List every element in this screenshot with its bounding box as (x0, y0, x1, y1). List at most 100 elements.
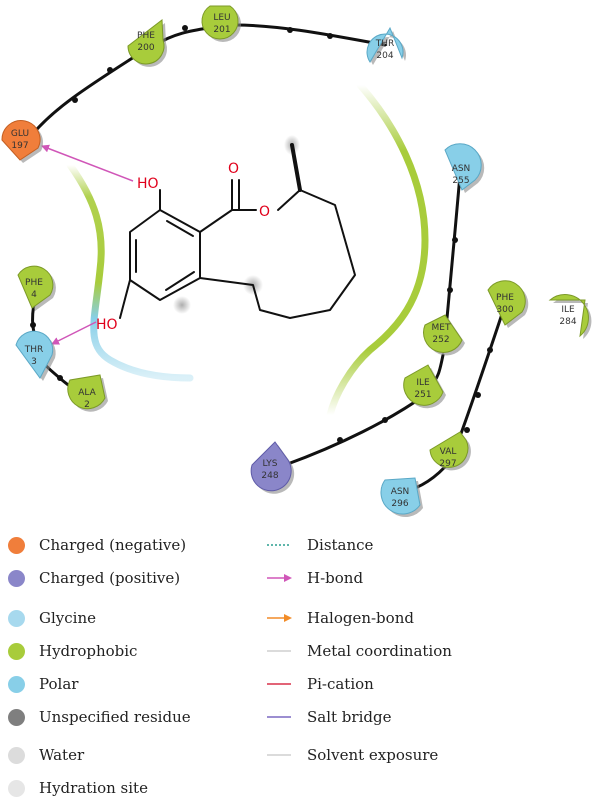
residue-val297-num: 297 (439, 459, 456, 469)
legend-item-solvent-exposure: Solvent exposure (266, 743, 438, 767)
metal-coordination-line-icon (267, 650, 291, 652)
legend-label: Solvent exposure (307, 746, 439, 764)
residue-ala2-num: 2 (84, 400, 90, 410)
glycine-swatch (8, 609, 25, 627)
residue-thr3-num: 3 (31, 357, 37, 367)
legend-item-h-bond: H-bond (266, 566, 363, 590)
salt-bridge-line-icon (267, 716, 291, 718)
residue-met252-name: MET (432, 323, 451, 333)
residue-phe4-num: 4 (31, 290, 37, 300)
legend-item-hydrophobic: Hydrophobic (8, 639, 137, 663)
residue-lys248-name: LYS (262, 459, 277, 469)
legend-item-pi-cation: Pi-cation (266, 672, 374, 696)
residue-ala2: ALA 2 (67, 374, 108, 412)
legend-item-polar: Polar (8, 672, 78, 696)
polar-swatch (8, 675, 25, 693)
distance-line-icon (267, 544, 291, 546)
legend-label: Charged (positive) (39, 569, 181, 587)
residue-phe4: PHE 4 (17, 265, 56, 311)
legend-label: H-bond (307, 569, 364, 587)
residue-val297-name: VAL (440, 447, 457, 457)
legend-label: Hydration site (39, 779, 148, 797)
legend-label: Polar (39, 675, 79, 693)
legend-item-salt-bridge: Salt bridge (266, 705, 391, 729)
legend-item-unspecified: Unspecified residue (8, 705, 191, 729)
residue-ile284-name: ILE (561, 305, 575, 315)
residue-nodes: PHE 200 LEU 201 THR 204 GLU 197 ASN 255 (1, 5, 592, 518)
residue-met252-num: 252 (432, 335, 449, 345)
residue-asn255-name: ASN (452, 164, 471, 174)
residue-asn255-num: 255 (452, 176, 469, 186)
residue-val297: VAL 297 (429, 431, 471, 471)
h-bond-lines (41, 144, 134, 345)
residue-ile251-num: 251 (414, 390, 431, 400)
residue-phe4-name: PHE (25, 278, 43, 288)
legend-label: Water (39, 746, 85, 764)
pocket-outline-right (326, 81, 429, 419)
hydroxyl-top-label: HO (137, 176, 159, 192)
solvent-exposure-line-icon (267, 754, 291, 756)
unspecified-swatch (8, 708, 25, 726)
residue-ile284-num: 284 (559, 317, 576, 327)
residue-lys248: LYS 248 (250, 441, 295, 494)
halogen-bond-arrow-icon (267, 614, 292, 622)
residue-phe300-num: 300 (496, 305, 513, 315)
legend-label: Pi-cation (307, 675, 374, 693)
residue-ile251: ILE 251 (403, 364, 446, 409)
legend-label: Glycine (39, 609, 96, 627)
legend-item-distance: Distance (266, 533, 373, 557)
residue-asn296: ASN 296 (380, 477, 423, 518)
legend-item-charged-positive: Charged (positive) (8, 566, 180, 590)
legend-item-water: Water (8, 743, 84, 767)
ligand-structure (119, 143, 356, 319)
negative-swatch (8, 536, 25, 554)
legend-item-metal-coordination: Metal coordination (266, 639, 452, 663)
residue-thr204-num: 204 (376, 51, 393, 61)
residue-thr3-name: THR (24, 345, 44, 355)
solvent-exposure-halos (173, 135, 300, 314)
residue-ile251-name: ILE (416, 378, 430, 388)
residue-asn296-num: 296 (391, 499, 408, 509)
legend-label: Distance (307, 536, 374, 554)
interaction-diagram: O O HO HO PHE 200 LEU 201 THR 204 (1, 5, 592, 518)
legend-item-charged-negative: Charged (negative) (8, 533, 186, 557)
hydration-swatch (8, 779, 25, 797)
legend-label: Salt bridge (307, 708, 392, 726)
carbonyl-oxygen-label: O (228, 161, 239, 177)
residue-glu197-num: 197 (11, 141, 28, 151)
pi-cation-line-icon (267, 683, 291, 685)
positive-swatch (8, 569, 25, 587)
residue-glu197: GLU 197 (1, 120, 43, 163)
legend-item-glycine: Glycine (8, 606, 96, 630)
residue-leu201-name: LEU (213, 13, 230, 23)
backbone-atoms (30, 25, 493, 443)
h-bond-arrow-icon (267, 574, 292, 582)
ligand-atom-labels: O O HO HO (96, 161, 270, 333)
residue-leu201: LEU 201 (201, 5, 241, 42)
legend-item-hydration-site: Hydration site (8, 776, 148, 800)
water-swatch (8, 746, 25, 764)
residue-glu197-name: GLU (11, 129, 29, 139)
pocket-outline-left (66, 161, 194, 382)
residue-asn255: ASN 255 (444, 143, 485, 193)
legend-label: Metal coordination (307, 642, 452, 660)
hydroxyl-bottom-label: HO (96, 317, 118, 333)
residue-leu201-num: 201 (213, 25, 230, 35)
residue-phe300-name: PHE (496, 293, 514, 303)
residue-phe200-num: 200 (137, 43, 154, 53)
residue-phe300: PHE 300 (487, 280, 529, 328)
residue-thr204-name: THR (375, 39, 395, 49)
residue-ile284: ILE 284 (548, 294, 592, 339)
legend-label: Halogen-bond (307, 609, 414, 627)
residue-met252: MET 252 (423, 314, 465, 356)
residue-thr204: THR 204 (366, 26, 407, 65)
residue-phe200-name: PHE (137, 31, 155, 41)
hydrophobic-swatch (8, 642, 25, 660)
legend-item-halogen-bond: Halogen-bond (266, 606, 414, 630)
residue-phe200: PHE 200 (127, 19, 167, 67)
residue-lys248-num: 248 (261, 471, 278, 481)
legend-label: Hydrophobic (39, 642, 138, 660)
legend: Charged (negative) Charged (positive) Gl… (0, 530, 600, 800)
ester-oxygen-label: O (259, 204, 270, 220)
legend-label: Unspecified residue (39, 708, 191, 726)
